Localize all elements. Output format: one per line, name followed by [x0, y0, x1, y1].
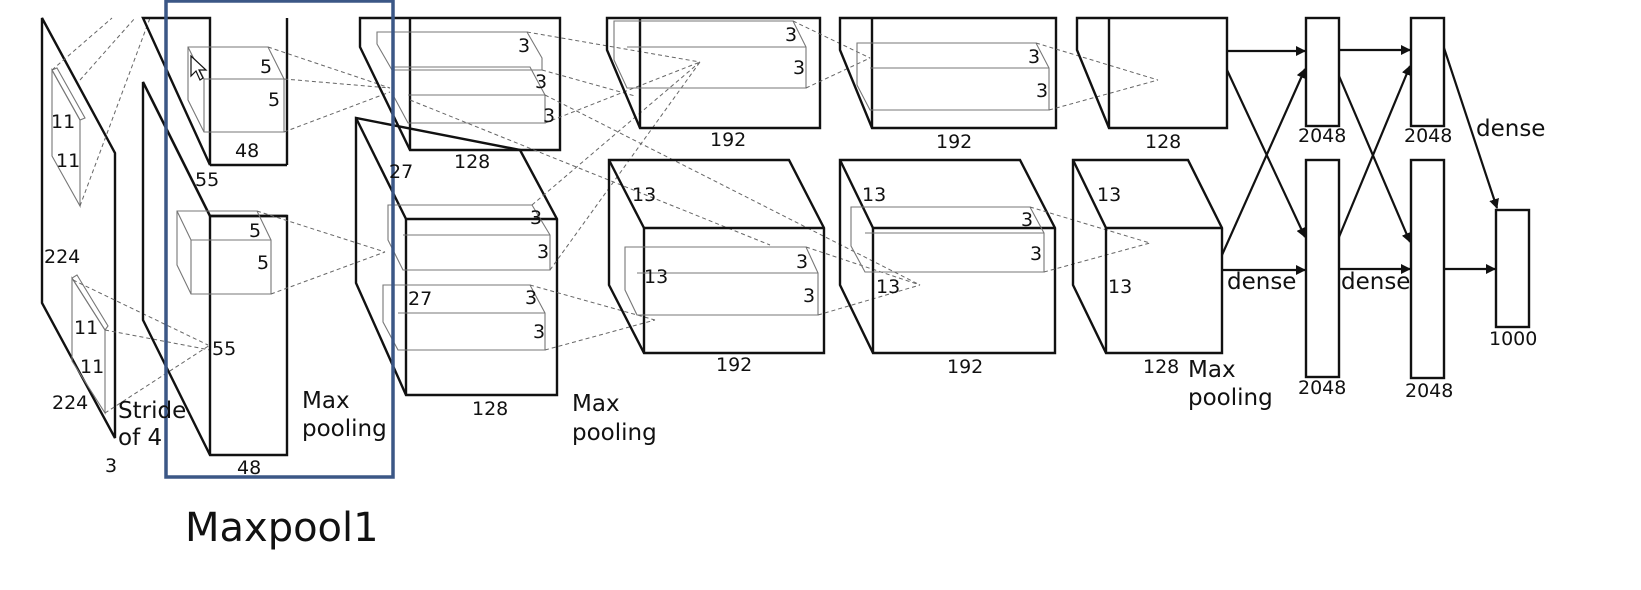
conv3-kernel-3-d: 3: [803, 285, 815, 307]
input-224-label-a: 224: [44, 246, 80, 268]
conv3-13-label-a: 13: [632, 184, 656, 206]
conv2-kernel-3-b: 3: [535, 71, 547, 93]
input-3-label: 3: [105, 455, 117, 477]
maxpool3-label-line2: pooling: [1188, 385, 1273, 411]
dense-connections: [1220, 45, 1499, 275]
conv4-kernel-3-c: 3: [1021, 209, 1033, 231]
maxpool1-highlight-box: [164, 0, 395, 479]
layer-labels: 224 224 3 11 11 11 11 Stride of 4 55 55 …: [44, 24, 1545, 479]
input-kernel-11-a: 11: [51, 111, 75, 133]
fc2-size-bottom: 2048: [1405, 380, 1453, 402]
conv1-kernel-5-c: 5: [249, 220, 261, 242]
conv5-top-block: [1075, 16, 1229, 130]
fc-layers: [1304, 16, 1531, 380]
conv3-kernel-3-a: 3: [785, 24, 797, 46]
maxpool1-label-line2: pooling: [302, 416, 387, 442]
input-224-label-b: 224: [52, 392, 88, 414]
conv2-kernel-3-c: 3: [543, 105, 555, 127]
conv4-13-label-a: 13: [862, 184, 886, 206]
conv5-13-label-a: 13: [1097, 184, 1121, 206]
conv4-bottom-block: [838, 158, 1151, 355]
conv4-13-label-b: 13: [876, 276, 900, 298]
conv2-kernel-3-a: 3: [518, 35, 530, 57]
dense-label-c: dense: [1476, 116, 1545, 142]
conv3-192-label-bottom: 192: [716, 354, 752, 376]
conv1-55-label-a: 55: [195, 169, 219, 191]
conv1-top-block: [141, 16, 391, 167]
conv5-128-label-bottom: 128: [1143, 356, 1179, 378]
fc2-size-top: 2048: [1404, 125, 1452, 147]
conv3-13-label-b: 13: [644, 266, 668, 288]
input-kernel-11-c: 11: [74, 317, 98, 339]
maxpool1-caption: Maxpool1: [185, 505, 379, 551]
conv2-128-label-top: 128: [454, 151, 490, 173]
conv4-192-label-bottom: 192: [947, 356, 983, 378]
input-layer: [40, 17, 211, 439]
conv3-kernel-3-b: 3: [793, 57, 805, 79]
conv2-27-label-a: 27: [389, 161, 413, 183]
conv3-192-label-top: 192: [710, 129, 746, 151]
maxpool3-label-line1: Max: [1188, 357, 1236, 383]
conv1-kernel-5-a: 5: [260, 56, 272, 78]
conv2-27-label-b: 27: [408, 288, 432, 310]
conv2-kernel-3-d: 3: [530, 207, 542, 229]
conv1-48-label-bottom: 48: [237, 457, 261, 479]
maxpool2-label-line1: Max: [572, 391, 620, 417]
conv1-48-label-top: 48: [235, 140, 259, 162]
conv1-kernel-5-d: 5: [257, 252, 269, 274]
conv2-kernel-3-g: 3: [533, 321, 545, 343]
conv3-bottom-block: [607, 158, 921, 355]
dense-label-a: dense: [1227, 269, 1296, 295]
stride-label-line2: of 4: [118, 425, 162, 451]
input-kernel-11-d: 11: [80, 356, 104, 378]
maxpool1-label-line1: Max: [302, 388, 350, 414]
stride-label-line1: Stride: [118, 398, 186, 424]
input-kernel-11-b: 11: [56, 150, 80, 172]
conv1-55-label-b: 55: [212, 338, 236, 360]
maxpool2-label-line2: pooling: [572, 420, 657, 446]
conv2-128-label-bottom: 128: [472, 398, 508, 420]
conv4-192-label-top: 192: [936, 131, 972, 153]
conv4-kernel-3-b: 3: [1036, 80, 1048, 102]
conv1-bottom-block: [141, 81, 386, 457]
conv3-top-block: [605, 16, 871, 130]
conv4-kernel-3-d: 3: [1030, 243, 1042, 265]
conv5-128-label-top: 128: [1145, 131, 1181, 153]
conv2-kernel-3-e: 3: [537, 241, 549, 263]
conv3-kernel-3-c: 3: [796, 251, 808, 273]
conv2-bottom-block: [354, 61, 701, 397]
fc1-size-bottom: 2048: [1298, 377, 1346, 399]
conv1-kernel-5-b: 5: [268, 89, 280, 111]
mouse-cursor-icon: [190, 54, 208, 81]
dense-label-b: dense: [1341, 269, 1410, 295]
fc1-size-top: 2048: [1298, 125, 1346, 147]
conv2-kernel-3-f: 3: [525, 287, 537, 309]
conv5-bottom-block: [1071, 158, 1224, 355]
conv4-top-block: [838, 16, 1159, 130]
conv4-kernel-3-a: 3: [1028, 46, 1040, 68]
conv5-13-label-b: 13: [1108, 276, 1132, 298]
output-1000-label: 1000: [1489, 328, 1537, 350]
